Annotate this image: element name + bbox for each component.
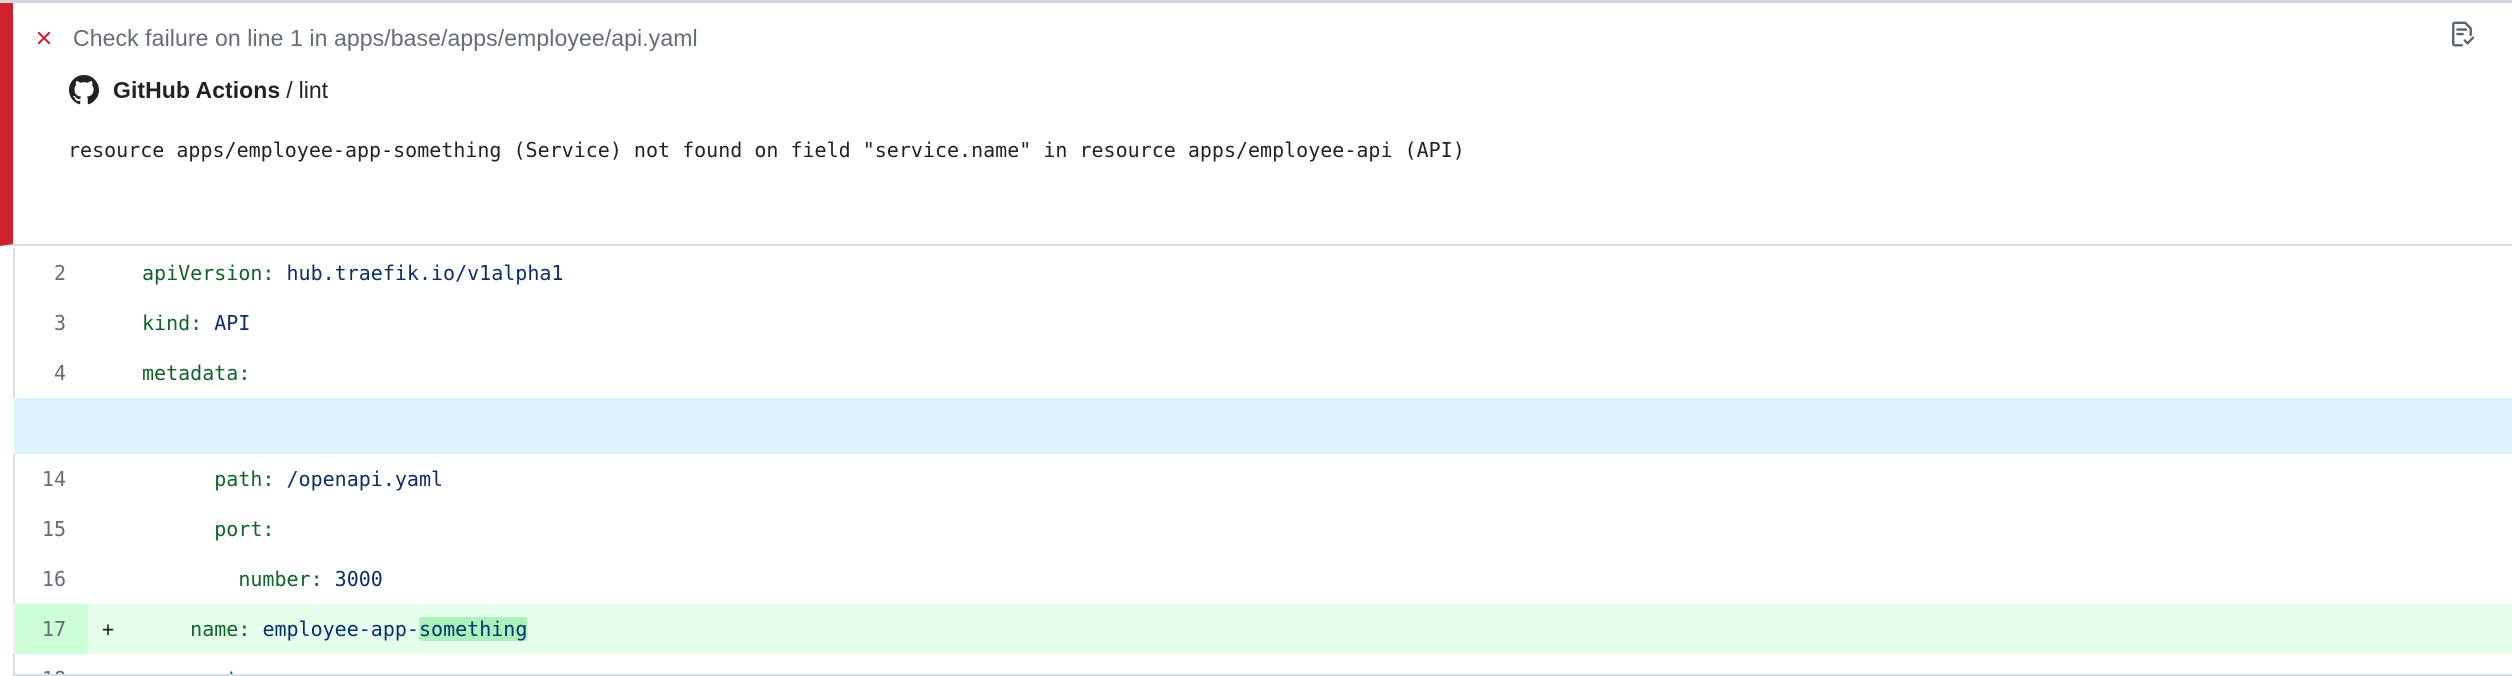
diff-line-number[interactable]: 4 (13, 348, 88, 398)
diff-line-marker (88, 348, 136, 398)
diff-viewer: 2 apiVersion: hub.traefik.io/v1alpha1 3 kin… (0, 248, 2512, 676)
yaml-colon: : (262, 517, 275, 541)
yaml-value: /openapi.yaml (286, 467, 444, 491)
code-indent (142, 617, 190, 641)
yaml-key: name (190, 617, 239, 641)
yaml-key: apiVersion (142, 261, 263, 285)
diff-line-number[interactable]: 18 (13, 654, 88, 676)
yaml-key: port (214, 517, 263, 541)
diff-row: 15 port: (13, 504, 2512, 554)
diff-line-marker (88, 554, 136, 604)
diff-line-number[interactable]: 3 (13, 298, 88, 348)
diff-row: 16 number: 3000 (13, 554, 2512, 604)
diff-line-number[interactable]: 2 (13, 248, 88, 298)
yaml-key: port (190, 667, 238, 676)
code-indent (142, 567, 238, 591)
diff-row: 3 kind: API (13, 298, 2512, 348)
annotation-title: Check failure on line 1 in apps/base/app… (73, 25, 698, 51)
top-divider (0, 0, 2512, 3)
yaml-value: 3000 (334, 567, 383, 591)
diff-code-cell: kind: API (136, 298, 2512, 348)
diff-code-cell: metadata: (136, 348, 2512, 398)
diff-code-cell: path: /openapi.yaml (136, 454, 2512, 504)
yaml-value-word-highlight: something (418, 617, 528, 641)
check-run-row: GitHub Actions / lint (13, 73, 2512, 107)
yaml-value: hub.traefik.io/v1alpha1 (286, 261, 564, 285)
diff-table: 2 apiVersion: hub.traefik.io/v1alpha1 3 kin… (13, 248, 2512, 676)
annotation-message: resource apps/employee-app-something (Se… (68, 138, 1465, 162)
yaml-value: employee-app- (262, 617, 419, 641)
check-run-app-name: GitHub Actions (113, 76, 281, 103)
check-run-job-name: lint (298, 76, 329, 103)
diff-code-cell: port: (136, 654, 2512, 676)
diff-code-cell: port: (136, 504, 2512, 554)
diff-line-number[interactable]: 17 (13, 604, 88, 654)
annotation-title-row: Check failure on line 1 in apps/base/app… (13, 21, 2512, 55)
diff-code-cell: apiVersion: hub.traefik.io/v1alpha1 (136, 248, 2512, 298)
yaml-key: kind (142, 311, 191, 335)
yaml-colon: : (238, 617, 263, 641)
diff-row: 14 path: /openapi.yaml (13, 454, 2512, 504)
diff-line-number[interactable]: 15 (13, 504, 88, 554)
diff-line-number[interactable]: 16 (13, 554, 88, 604)
yaml-colon: : (310, 567, 335, 591)
diff-row: 18 port: (13, 654, 2512, 676)
diff-line-number[interactable]: 14 (13, 454, 88, 504)
github-mark-icon (68, 75, 99, 106)
yaml-key: metadata (142, 361, 239, 385)
yaml-key: number (238, 567, 311, 591)
diff-expander-row[interactable] (14, 398, 2512, 454)
failure-x-icon (31, 25, 57, 51)
yaml-value: API (214, 311, 251, 335)
diff-row: 17+ name: employee-app-something (13, 604, 2512, 654)
checklist-log-icon (2447, 19, 2477, 52)
yaml-colon: : (262, 261, 287, 285)
check-run-separator: / (286, 76, 293, 103)
yaml-colon: : (262, 467, 287, 491)
diff-row: 4 metadata: (13, 348, 2512, 398)
diff-code-cell: name: employee-app-something (136, 604, 2512, 654)
yaml-colon: : (238, 361, 251, 385)
diff-line-marker (88, 248, 136, 298)
yaml-key: path (214, 467, 263, 491)
yaml-colon: : (238, 667, 250, 676)
diff-line-marker (88, 504, 136, 554)
diff-bottom-divider (13, 674, 2512, 676)
yaml-colon: : (190, 311, 215, 335)
diff-expander-band[interactable] (14, 398, 2512, 454)
diff-line-marker (88, 454, 136, 504)
diff-line-marker: + (88, 604, 136, 654)
diff-line-marker (88, 654, 136, 676)
code-indent (142, 467, 214, 491)
code-indent (142, 517, 214, 541)
diff-row: 2 apiVersion: hub.traefik.io/v1alpha1 (13, 248, 2512, 298)
diff-line-marker (88, 298, 136, 348)
diff-code-cell: number: 3000 (136, 554, 2512, 604)
view-log-button[interactable] (2434, 11, 2490, 59)
check-annotation: Check failure on line 1 in apps/base/app… (0, 3, 2512, 246)
